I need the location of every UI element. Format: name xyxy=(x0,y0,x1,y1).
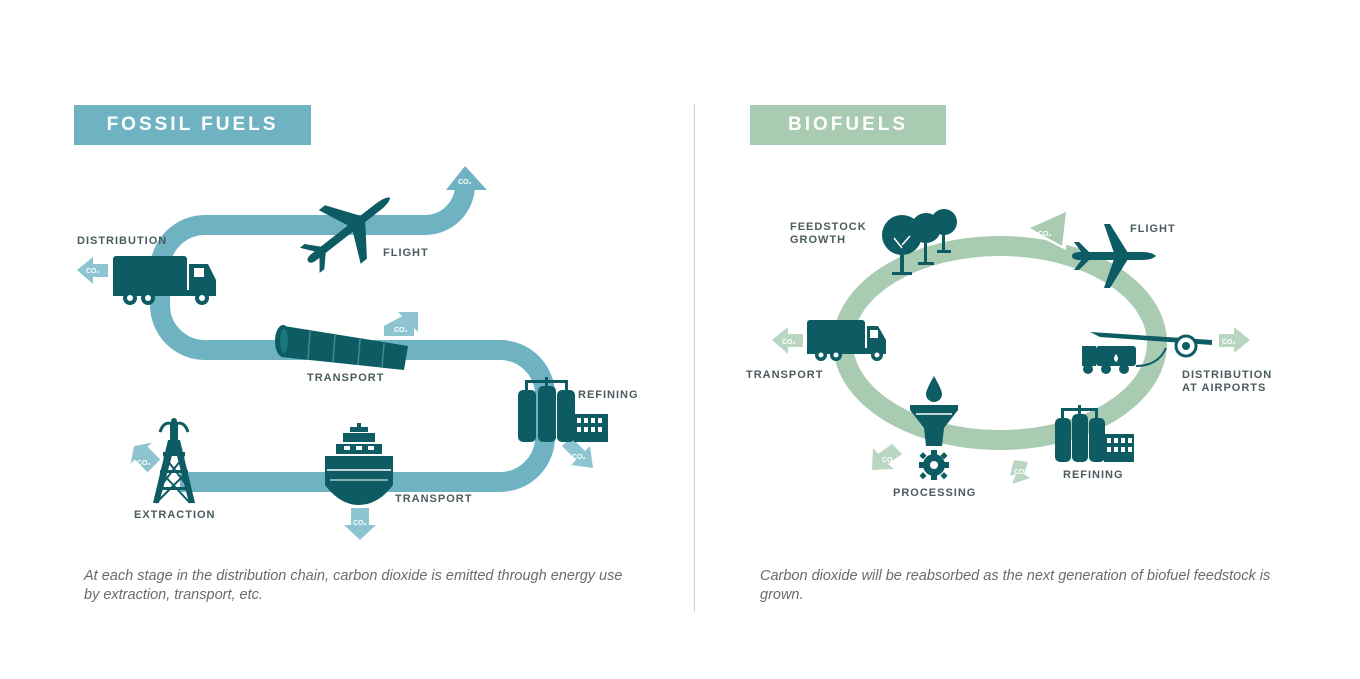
co2-arrow-distribution: CO₂ xyxy=(77,257,108,284)
biofuels-caption: Carbon dioxide will be reabsorbed as the… xyxy=(760,568,1271,603)
co2-arrow-distribution: CO₂ xyxy=(1219,327,1250,353)
label-transport-ship: TRANSPORT xyxy=(395,493,473,505)
label-flight: FLIGHT xyxy=(1130,223,1176,235)
svg-text:CO₂: CO₂ xyxy=(353,520,367,527)
ship-icon xyxy=(325,423,393,505)
label-flight: FLIGHT xyxy=(383,247,429,259)
fossil-flow-arrowhead xyxy=(446,166,487,190)
fossil-fuels-title: FOSSIL FUELS xyxy=(74,105,311,145)
label-transport: TRANSPORT xyxy=(746,369,824,381)
svg-text:CO₂: CO₂ xyxy=(882,457,896,464)
fossil-fuels-diagram: CO₂ CO₂ CO₂ CO₂ CO₂ CO₂ xyxy=(77,166,608,540)
label-transport-pipe: TRANSPORT xyxy=(307,372,385,384)
co2-arrow-refining: CO₂ xyxy=(1010,460,1030,484)
fossil-fuels-panel: FOSSIL FUELS CO₂ CO₂ CO₂ CO₂ CO₂ CO₂ xyxy=(74,105,639,603)
svg-text:CO₂: CO₂ xyxy=(572,454,586,461)
label-extraction: EXTRACTION xyxy=(134,509,216,521)
airplane-icon xyxy=(299,197,391,273)
fossil-flow-path xyxy=(150,184,555,492)
co2-arrow-processing: CO₂ xyxy=(872,444,902,470)
co2-arrow-extraction: CO₂ xyxy=(130,442,161,473)
label-refining: REFINING xyxy=(578,389,639,401)
pipe-icon xyxy=(275,325,408,370)
refinery-icon xyxy=(518,377,608,442)
oil-derrick-icon xyxy=(153,418,195,504)
co2-arrow-transport: CO₂ xyxy=(772,327,803,354)
co2-arrow-refining: CO₂ xyxy=(562,437,593,468)
label-distribution: DISTRIBUTION xyxy=(77,235,168,247)
svg-text:CO₂: CO₂ xyxy=(1222,339,1236,346)
svg-text:CO₂: CO₂ xyxy=(782,339,796,346)
funnel-gear-icon xyxy=(910,376,958,480)
svg-text:CO₂: CO₂ xyxy=(137,460,151,467)
label-distribution-airports: DISTRIBUTION AT AIRPORTS xyxy=(1182,369,1273,394)
co2-arrow-pipe: CO₂ xyxy=(384,312,418,336)
label-feedstock-growth: FEEDSTOCK GROWTH xyxy=(790,221,867,246)
panel-divider xyxy=(694,104,695,612)
svg-text:CO₂: CO₂ xyxy=(1014,469,1028,476)
trees-icon xyxy=(882,209,957,275)
co2-label: CO₂ xyxy=(458,179,472,186)
label-refining: REFINING xyxy=(1063,469,1124,481)
airplane-icon xyxy=(1072,224,1156,288)
biofuels-panel: BIOFUELS CO₂ CO₂ CO₂ CO₂ CO₂ xyxy=(696,0,1360,679)
label-processing: PROCESSING xyxy=(893,487,977,499)
truck-icon xyxy=(113,256,216,305)
refinery-icon xyxy=(1055,405,1134,462)
truck-icon xyxy=(807,320,886,361)
co2-arrow-ship: CO₂ xyxy=(344,508,376,540)
co2-label: CO₂ xyxy=(1038,231,1052,238)
biofuels-diagram: CO₂ CO₂ CO₂ CO₂ CO₂ xyxy=(772,209,1250,484)
svg-text:CO₂: CO₂ xyxy=(394,327,408,334)
fuel-truck-icon xyxy=(1082,332,1212,374)
biofuels-title: BIOFUELS xyxy=(750,105,946,145)
fossil-caption: At each stage in the distribution chain,… xyxy=(84,568,623,603)
svg-text:CO₂: CO₂ xyxy=(86,268,100,275)
